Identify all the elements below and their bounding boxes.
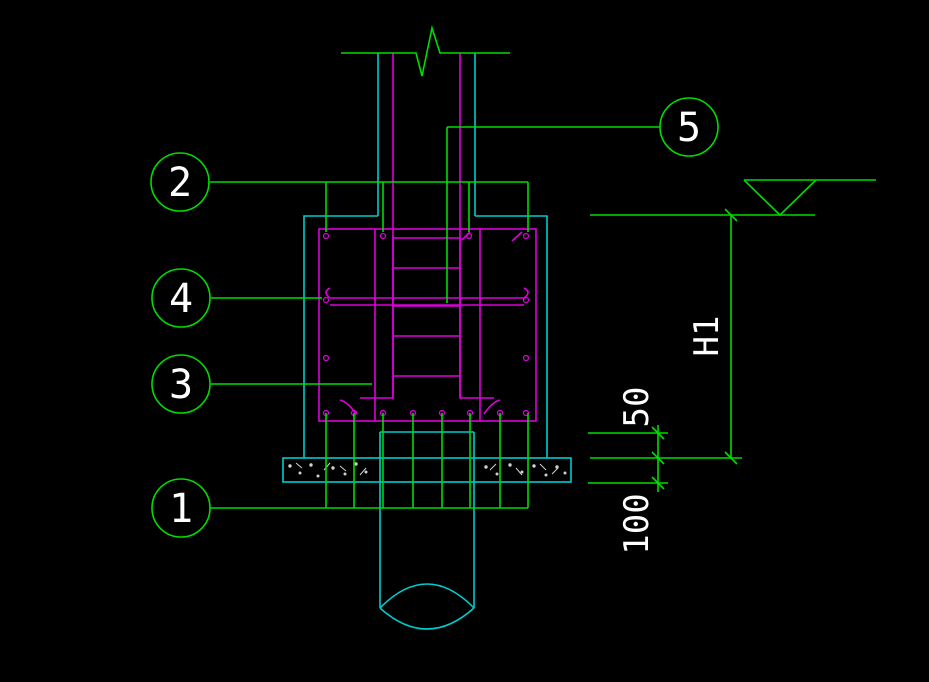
callout-2-label: 2 (168, 160, 192, 206)
rebar (318, 53, 537, 422)
callout-2: 2 (150, 152, 210, 212)
callout-2-circle (150, 152, 210, 212)
cushion-hatch (288, 462, 567, 478)
callout-1-label: 1 (169, 486, 193, 532)
concrete-outline (282, 53, 572, 630)
callout-1-circle (151, 478, 211, 538)
callout-4-label: 4 (169, 276, 193, 322)
callout-3-circle (151, 354, 211, 414)
callout-4-circle (151, 268, 211, 328)
callout-5: 5 (659, 97, 719, 157)
rebar-dots (322, 232, 530, 417)
callout-1: 1 (151, 478, 211, 538)
dimension-50-label: 50 (617, 387, 657, 428)
dimension-100-label: 100 (617, 493, 657, 554)
dimension-h1-label: H1 (687, 316, 727, 357)
callout-5-label: 5 (677, 105, 701, 151)
leader-lines (210, 24, 660, 509)
callout-4: 4 (151, 268, 211, 328)
elevation-symbol (590, 179, 876, 217)
dimension-lines (588, 208, 742, 492)
callout-3-label: 3 (169, 362, 193, 408)
callout-5-circle (659, 97, 719, 157)
callout-3: 3 (151, 354, 211, 414)
